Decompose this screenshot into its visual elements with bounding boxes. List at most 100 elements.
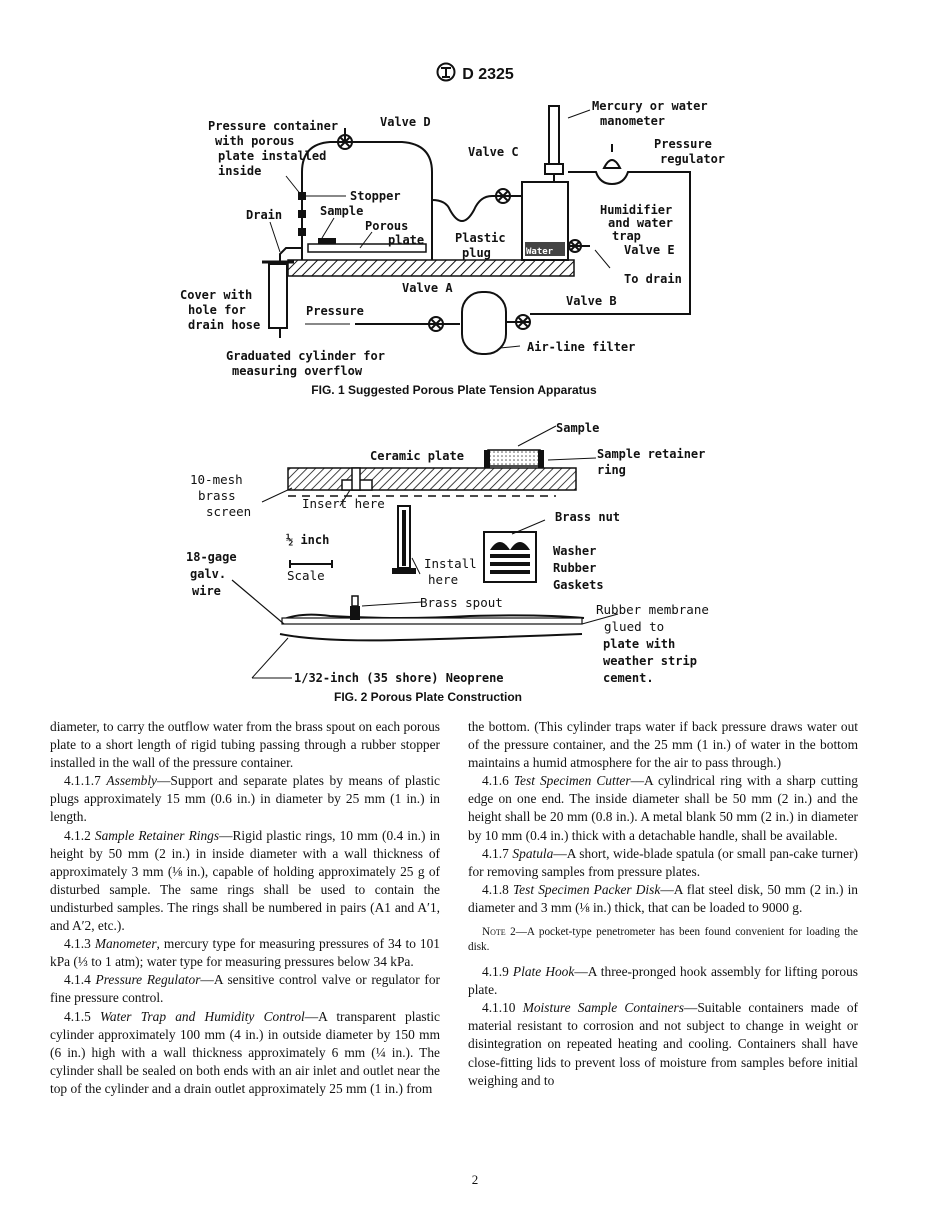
astm-logo-icon: [436, 62, 456, 87]
label-half-inch: ½ inch: [286, 533, 329, 547]
label-regulator: regulator: [660, 152, 725, 166]
svg-text:Gaskets: Gaskets: [553, 578, 604, 592]
svg-text:Stopper: Stopper: [350, 189, 401, 203]
svg-text:Brass spout: Brass spout: [420, 595, 503, 610]
svg-text:Pressure: Pressure: [306, 304, 364, 318]
svg-text:Scale: Scale: [287, 568, 325, 583]
label-membrane: plate with: [603, 637, 675, 651]
svg-text:10-mesh: 10-mesh: [190, 472, 243, 487]
svg-text:Install: Install: [424, 556, 477, 571]
left-column: diameter, to carry the outflow water fro…: [50, 718, 440, 1098]
svg-text:ring: ring: [597, 463, 626, 477]
svg-text:and water: and water: [608, 216, 673, 230]
label-cylinder: Graduated cylinder for: [226, 349, 385, 363]
section-4-1-8: 4.1.8 Test Specimen Packer Disk—A flat s…: [468, 881, 859, 915]
section-4-1-10: 4.1.10 Moisture Sample Containers—Suitab…: [468, 1000, 858, 1088]
label-membrane: Rubber membrane: [596, 602, 709, 617]
label-cylinder: measuring overflow: [232, 364, 363, 378]
label-wire: wire: [192, 584, 221, 598]
section-4-1-2: 4.1.2 Sample Retainer Rings—Rigid plasti…: [50, 827, 440, 934]
label-plastic-plug: Plastic: [455, 231, 506, 245]
label-pressure-container: plate installed: [218, 149, 326, 163]
svg-text:Pressure: Pressure: [654, 137, 712, 151]
label-install-here: Install: [424, 556, 477, 571]
label-regulator: Pressure: [654, 137, 712, 151]
label-cover: hole for: [188, 303, 246, 317]
figure-1-diagram: Pressure container with porous plate ins…: [180, 99, 725, 397]
svg-text:Sample: Sample: [556, 421, 599, 435]
label-pressure-container: Pressure container: [208, 119, 338, 133]
figure-1-caption: FIG. 1 Suggested Porous Plate Tension Ap…: [311, 383, 597, 397]
svg-text:here: here: [428, 572, 458, 587]
page-number: 2: [471, 1172, 479, 1187]
label-valve-d: Valve D: [380, 115, 431, 129]
svg-text:FIG. 1 Suggested Porous Plate: FIG. 1 Suggested Porous Plate Tension Ap…: [311, 383, 597, 397]
svg-text:wire: wire: [192, 584, 221, 598]
svg-text:Valve A: Valve A: [402, 281, 453, 295]
svg-text:plate with: plate with: [603, 637, 675, 651]
label-plastic-plug: plug: [462, 246, 491, 260]
svg-text:plate installed: plate installed: [218, 149, 326, 163]
label-rubber: Rubber: [553, 561, 596, 575]
svg-text:Porous: Porous: [365, 219, 408, 233]
svg-text:Ceramic plate: Ceramic plate: [370, 449, 464, 463]
label-sample: Sample: [320, 204, 363, 218]
section-4-1-6: 4.1.6 Test Specimen Cutter—A cylindrical…: [468, 773, 858, 843]
label-membrane: cement.: [603, 671, 654, 685]
section-4-1-7: 4.1.7 Spatula—A short, wide-blade spatul…: [468, 845, 858, 879]
label-valve-b: Valve B: [566, 294, 617, 308]
label-brass-spout: Brass spout: [420, 595, 503, 610]
label-sample: Sample: [556, 421, 599, 435]
label-cover: drain hose: [188, 318, 260, 332]
paragraph: the bottom. (This cylinder traps water i…: [468, 719, 858, 771]
note-2: Note 2—A pocket-type penetrometer has be…: [468, 926, 858, 954]
label-porous-plate: plate: [388, 233, 424, 247]
section-4-1-9: 4.1.9 Plate Hook—A three-pronged hook as…: [468, 964, 858, 998]
svg-text:brass: brass: [198, 488, 236, 503]
svg-text:Water: Water: [526, 247, 554, 257]
svg-text:Pressure container: Pressure container: [208, 119, 338, 133]
section-4-1-5: 4.1.5 Water Trap and Humidity Control—A …: [50, 1008, 440, 1096]
svg-text:Insert here: Insert here: [302, 496, 385, 511]
figure-2-caption: FIG. 2 Porous Plate Construction: [334, 690, 522, 704]
svg-text:drain hose: drain hose: [188, 318, 260, 332]
svg-text:screen: screen: [206, 504, 251, 519]
label-gaskets: Gaskets: [553, 578, 604, 592]
svg-text:plug: plug: [462, 246, 491, 260]
svg-text:hole for: hole for: [188, 303, 246, 317]
svg-text:Rubber: Rubber: [553, 561, 596, 575]
label-retainer-ring: ring: [597, 463, 626, 477]
label-stopper: Stopper: [350, 189, 401, 203]
label-scale: Scale: [287, 568, 325, 583]
svg-text:1/32-inch (35 shore) Neoprene: 1/32-inch (35 shore) Neoprene: [294, 671, 504, 685]
svg-text:Brass nut: Brass nut: [555, 510, 620, 524]
svg-text:cement.: cement.: [603, 671, 654, 685]
label-humidifier: and water: [608, 216, 673, 230]
label-humidifier: trap: [612, 229, 641, 243]
section-4-1-4: 4.1.4 Pressure Regulator—A sensitive con…: [50, 972, 441, 1006]
label-valve-e: Valve E: [624, 243, 675, 257]
label-washer: Washer: [553, 544, 596, 558]
svg-text:Valve D: Valve D: [380, 115, 431, 129]
svg-text:Sample retainer: Sample retainer: [597, 447, 705, 461]
svg-text:galv.: galv.: [190, 567, 226, 581]
label-mesh-screen: screen: [206, 504, 251, 519]
svg-text:weather strip: weather strip: [603, 654, 697, 668]
svg-text:regulator: regulator: [660, 152, 725, 166]
label-cover: Cover with: [180, 288, 252, 302]
section-4-1-1-7: 4.1.1.7 Assembly—Support and separate pl…: [50, 773, 440, 825]
label-humidifier: Humidifier: [600, 203, 672, 217]
label-wire: galv.: [190, 567, 226, 581]
svg-text:To drain: To drain: [624, 272, 682, 286]
svg-text:18-gage: 18-gage: [186, 550, 237, 564]
label-mesh-screen: brass: [198, 488, 236, 503]
svg-text:Washer: Washer: [553, 544, 596, 558]
label-manometer: manometer: [600, 114, 665, 128]
label-airline-filter: Air-line filter: [527, 340, 635, 354]
document-id: D 2325: [462, 66, 514, 83]
label-wire: 18-gage: [186, 550, 237, 564]
svg-text:Valve C: Valve C: [468, 145, 519, 159]
label-neoprene: 1/32-inch (35 shore) Neoprene: [294, 671, 504, 685]
svg-text:Humidifier: Humidifier: [600, 203, 672, 217]
svg-text:with porous: with porous: [215, 134, 294, 148]
